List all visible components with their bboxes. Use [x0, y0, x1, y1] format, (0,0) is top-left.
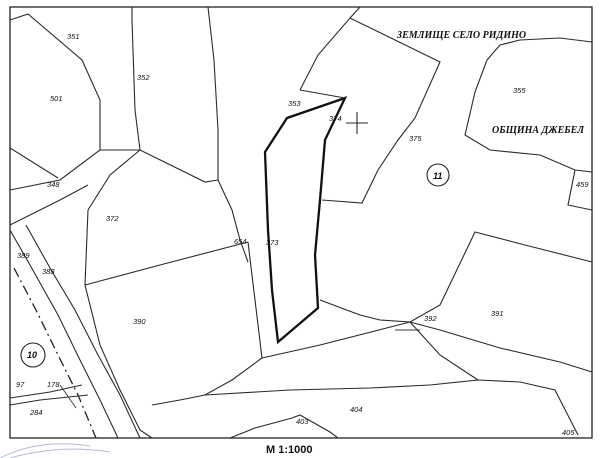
parcel-label: 404 [350, 405, 363, 414]
survey-cross-marker [346, 112, 368, 134]
parcel-label: 351 [67, 32, 80, 41]
parcel-boundary [349, 6, 361, 19]
parcel-label: 355 [513, 86, 526, 95]
parcel-label: 501 [50, 94, 63, 103]
parcel-boundary [299, 17, 441, 204]
parcel-boundary [409, 231, 593, 323]
parcel-label: 348 [47, 180, 60, 189]
block-circle-10 [20, 342, 46, 368]
parcel-boundary [229, 414, 339, 439]
parcel-boundary [319, 299, 593, 373]
parcel-boundary [204, 379, 579, 436]
parcel-boundary [84, 284, 153, 439]
parcel-boundary [84, 149, 141, 286]
parcel-label: 388 [42, 267, 55, 276]
parcel-boundary [9, 184, 89, 226]
parcel-label: 352 [137, 73, 150, 82]
map-frame [9, 6, 593, 439]
parcel-boundary [9, 120, 59, 179]
parcel-boundary [59, 384, 77, 409]
parcel-label: 372 [106, 214, 119, 223]
parcel-boundary [217, 179, 249, 263]
parcel-label: 390 [133, 317, 146, 326]
municipality-label: ОБЩИНА ДЖЕБЕЛ [492, 125, 585, 136]
parcel-label: 353 [288, 99, 301, 108]
parcel-boundary [100, 7, 141, 151]
parcel-label: 375 [409, 134, 422, 143]
stamp-mark [0, 443, 111, 458]
block-circle-11 [426, 163, 450, 187]
parcel-boundary [9, 384, 83, 399]
parcel-boundary [261, 321, 411, 359]
parcel-boundary [567, 169, 593, 211]
parcel-boundary [207, 6, 219, 180]
parcel-boundary [409, 321, 479, 381]
village-label: ЗЕМЛИЩЕ СЕЛО РИДИНО [396, 30, 526, 41]
parcel-label: 373 [266, 238, 279, 247]
parcel-label: 459 [576, 180, 589, 189]
strip-boundary [25, 224, 141, 439]
parcel-label: 403 [296, 417, 309, 426]
parcel-label: 392 [424, 314, 437, 323]
parcel-boundary [464, 59, 593, 173]
parcel-label: 391 [491, 309, 504, 318]
parcel-boundary [9, 13, 101, 191]
parcel-boundary [151, 241, 263, 406]
parcel-label: 97 [16, 380, 25, 389]
parcel-boundary [299, 89, 346, 99]
block-number-10: 10 [27, 350, 37, 360]
parcel-label: 178 [47, 380, 60, 389]
parcel-boundary [139, 149, 219, 183]
parcel-label: 654 [234, 237, 247, 246]
parcel-label: 284 [29, 408, 43, 417]
block-number-11: 11 [433, 171, 442, 181]
parcel-label: 374 [329, 114, 342, 123]
parcel-label: 389 [17, 251, 30, 260]
parcel-label: 405 [562, 428, 575, 437]
scale-label: M 1:1000 [266, 444, 312, 456]
parcel-boundary [84, 241, 249, 286]
strip-boundary [9, 229, 119, 439]
highlighted-parcel-373 [263, 96, 348, 345]
parcel-boundary [9, 394, 89, 406]
parcel-boundary [486, 37, 593, 61]
